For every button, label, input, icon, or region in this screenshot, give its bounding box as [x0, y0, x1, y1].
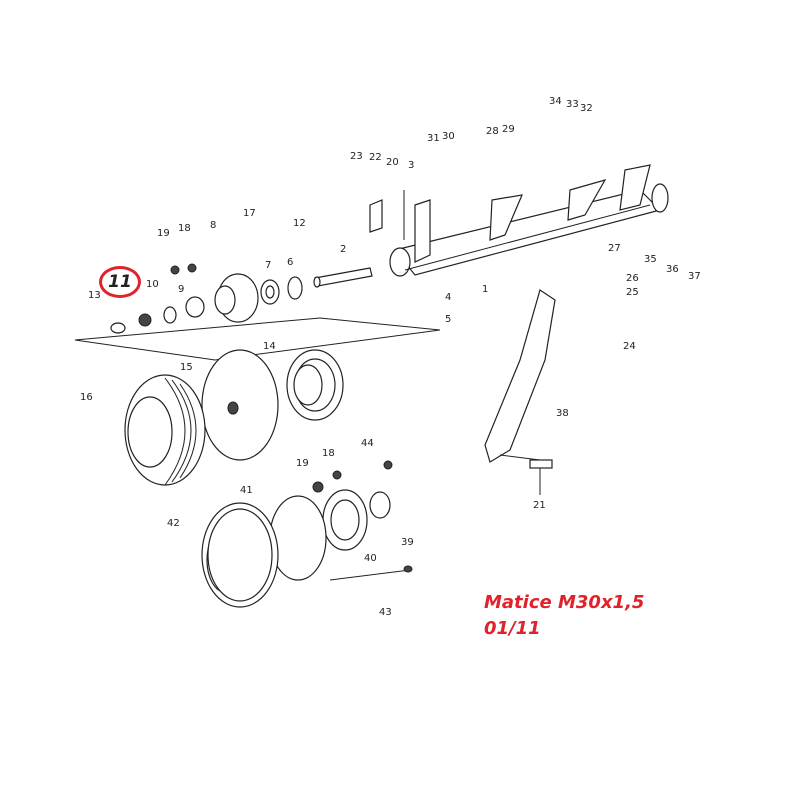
part-label-25: 25	[626, 287, 639, 298]
highlighted-part-marker: 11	[99, 266, 141, 298]
part-label-23: 23	[350, 151, 363, 162]
tyre	[124, 374, 206, 486]
part-label-13: 13	[88, 290, 101, 301]
part-label-40: 40	[364, 553, 377, 564]
part-label-18: 18	[322, 448, 335, 459]
part-label-20: 20	[386, 157, 399, 168]
part-label-10: 10	[146, 279, 159, 290]
part-label-41: 41	[240, 485, 253, 496]
part-label-16: 16	[80, 392, 93, 403]
part-label-2: 2	[340, 244, 346, 255]
part-label-14: 14	[263, 341, 276, 352]
part-label-7: 7	[265, 260, 271, 271]
group-outline	[74, 317, 441, 361]
part-label-19: 19	[157, 228, 170, 239]
part-label-34: 34	[549, 96, 562, 107]
hub-parts	[110, 263, 303, 334]
part-label-30: 30	[442, 131, 455, 142]
part-label-9: 9	[178, 284, 184, 295]
part-label-37: 37	[688, 271, 701, 282]
part-label-24: 24	[623, 341, 636, 352]
axle-stub	[313, 267, 373, 288]
caption-code: 01/11	[484, 618, 541, 639]
part-label-28: 28	[486, 126, 499, 137]
part-label-43: 43	[379, 607, 392, 618]
part-label-26: 26	[626, 273, 639, 284]
part-label-22: 22	[369, 152, 382, 163]
inner-tube	[201, 349, 279, 461]
part-label-8: 8	[210, 220, 216, 231]
part-label-4: 4	[445, 292, 451, 303]
part-label-17: 17	[243, 208, 256, 219]
part-label-5: 5	[445, 314, 451, 325]
highlighted-part-number: 11	[108, 272, 132, 292]
caption-part-description: Matice M30x1,5	[484, 592, 645, 613]
part-label-33: 33	[566, 99, 579, 110]
part-label-36: 36	[666, 264, 679, 275]
part-label-35: 35	[644, 254, 657, 265]
part-label-31: 31	[427, 133, 440, 144]
brake-group	[269, 460, 413, 581]
part-label-39: 39	[401, 537, 414, 548]
part-label-29: 29	[502, 124, 515, 135]
part-label-32: 32	[580, 103, 593, 114]
wheel-assembly	[201, 502, 279, 608]
wheel-rim	[286, 349, 344, 421]
part-label-3: 3	[408, 160, 414, 171]
part-number-labels: 1234567891012131415161718181919202122232…	[80, 96, 701, 618]
axle-beam	[389, 183, 669, 277]
part-label-19: 19	[296, 458, 309, 469]
part-label-44: 44	[361, 438, 374, 449]
beam-brackets	[369, 164, 651, 263]
part-label-1: 1	[482, 284, 488, 295]
drawbar	[484, 289, 556, 463]
part-label-42: 42	[167, 518, 180, 529]
lower-bolt	[529, 459, 553, 495]
part-label-6: 6	[287, 257, 293, 268]
part-label-38: 38	[556, 408, 569, 419]
part-label-12: 12	[293, 218, 306, 229]
part-label-27: 27	[608, 243, 621, 254]
part-label-15: 15	[180, 362, 193, 373]
part-label-21: 21	[533, 500, 546, 511]
part-label-18: 18	[178, 223, 191, 234]
